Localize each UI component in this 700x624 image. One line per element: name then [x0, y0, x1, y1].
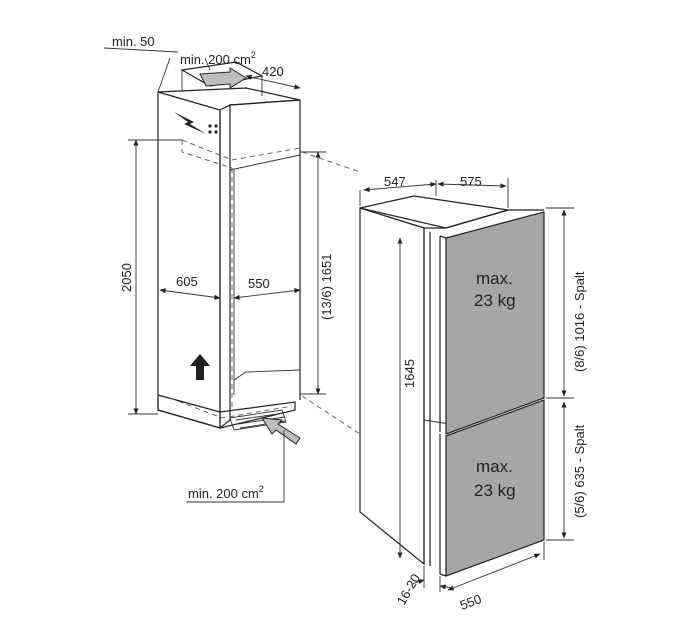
- airflow-up-arrow-icon: [190, 354, 210, 380]
- lower-load-line1: max.: [476, 457, 513, 476]
- door-width-label: 550: [458, 591, 484, 613]
- width-label: 605: [176, 274, 198, 289]
- upper-load-line1: max.: [476, 269, 513, 288]
- upper-load-line2: 23 kg: [474, 291, 516, 310]
- niche-cabinet: [157, 61, 301, 445]
- lower-load-line2: 23 kg: [474, 481, 516, 500]
- height-label: 2050: [119, 263, 134, 292]
- upper-door-label: (8/6) 1016 - Spalt: [572, 271, 587, 372]
- vent-top-label: min. 200 cm2: [180, 50, 256, 67]
- door-gap-label: 16-20: [394, 571, 424, 607]
- airflow-top-arrow-icon: [199, 67, 247, 89]
- inner-depth-label: 550: [248, 276, 270, 291]
- appliance-height-label: 1645: [402, 359, 417, 388]
- min-gap-top-label: min. 50: [112, 34, 155, 49]
- inner-height-label: (13/6) 1651: [319, 254, 334, 321]
- vent-bottom-label: min. 200 cm2: [188, 484, 264, 501]
- upper-door: max. 23 kg: [439, 211, 545, 435]
- lower-door: max. 23 kg: [439, 399, 545, 577]
- appliance: max. 23 kg max. 23 kg: [359, 195, 545, 577]
- niche-dimensions: [103, 47, 326, 503]
- appliance-width-label: 575: [460, 174, 482, 189]
- appliance-depth-label: 547: [384, 174, 406, 189]
- depth-label: 420: [262, 64, 284, 79]
- vent-top-sup: 2: [251, 50, 256, 60]
- lightning-icon: [174, 112, 218, 134]
- vent-bottom-sup: 2: [259, 484, 264, 494]
- connector-lines: [301, 151, 361, 435]
- appliance-dimensions: [359, 178, 574, 592]
- niche-labels: min. 50 min. 200 cm2 420 2050 605 550 (1…: [112, 34, 334, 501]
- airflow-bottom-arrow-icon: [261, 417, 301, 445]
- lower-door-label: (5/6) 635 - Spalt: [572, 424, 587, 518]
